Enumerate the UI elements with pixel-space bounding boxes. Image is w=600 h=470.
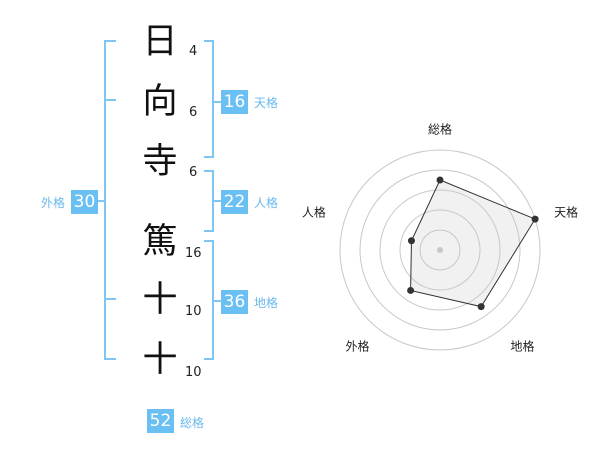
tenkaku-value-badge: 16 — [221, 90, 248, 114]
stroke-count-5: 10 — [185, 304, 202, 319]
radar-center-dot — [437, 247, 443, 253]
radar-point-2 — [531, 215, 539, 223]
name-char-1: 日 — [142, 22, 178, 62]
soukaku-value-badge: 52 — [147, 409, 174, 433]
radar-point-1 — [436, 176, 444, 184]
soukaku-label: 総格 — [180, 416, 205, 430]
outer-bracket-tick-5 — [104, 298, 116, 300]
radar-point-4 — [407, 286, 415, 294]
chikaku-bracket-bottom — [204, 358, 214, 360]
stroke-count-2: 6 — [189, 105, 198, 120]
stroke-count-1: 4 — [189, 44, 198, 59]
radar-grid-ring — [399, 209, 481, 291]
chikaku-bracket-top — [204, 240, 214, 242]
outer-bracket-top-tick — [104, 40, 116, 42]
radar-axis-label-5: 人格 — [302, 204, 326, 219]
tenkaku-bracket-top — [204, 40, 214, 42]
gaikaku-value-badge: 30 — [71, 190, 98, 214]
radar-grid-ring — [359, 169, 521, 331]
name-char-6: 十 — [142, 340, 178, 380]
name-char-4: 篤 — [142, 222, 178, 262]
stroke-count-6: 10 — [185, 365, 202, 380]
stroke-count-3: 6 — [189, 165, 198, 180]
jinkaku-bracket-connector — [212, 200, 222, 202]
jinkaku-label: 人格 — [254, 196, 279, 210]
radar-grid-ring — [419, 229, 461, 271]
chikaku-bracket-connector — [212, 300, 222, 302]
outer-bracket-bottom-tick — [104, 358, 116, 360]
jinkaku-bracket-top — [204, 170, 214, 172]
radar-axis-label-2: 天格 — [554, 204, 578, 219]
tenkaku-bracket-bottom — [204, 156, 214, 158]
jinkaku-value-badge: 22 — [221, 190, 248, 214]
gaikaku-label: 外格 — [41, 196, 66, 210]
radar-grid-ring — [379, 189, 501, 311]
stroke-count-4: 16 — [185, 246, 202, 261]
outer-bracket-connector — [98, 200, 106, 202]
chikaku-label: 地格 — [254, 296, 279, 310]
radar-grid-ring — [339, 149, 541, 351]
tenkaku-bracket-vertical — [212, 40, 214, 158]
radar-axis-label-1: 総格 — [428, 122, 452, 137]
tenkaku-bracket-connector — [212, 101, 222, 103]
radar-axis-label-3: 地格 — [511, 339, 535, 354]
jinkaku-bracket-bottom — [204, 230, 214, 232]
radar-point-5 — [407, 237, 415, 245]
chikaku-value-badge: 36 — [221, 290, 248, 314]
radar-point-3 — [477, 303, 485, 311]
outer-bracket-tick-2 — [104, 99, 116, 101]
tenkaku-label: 天格 — [254, 96, 279, 110]
radar-axis-label-4: 外格 — [345, 339, 369, 354]
name-char-5: 十 — [142, 280, 178, 320]
name-char-2: 向 — [142, 82, 178, 122]
radar-polygon — [410, 179, 536, 308]
name-char-3: 寺 — [142, 142, 178, 182]
